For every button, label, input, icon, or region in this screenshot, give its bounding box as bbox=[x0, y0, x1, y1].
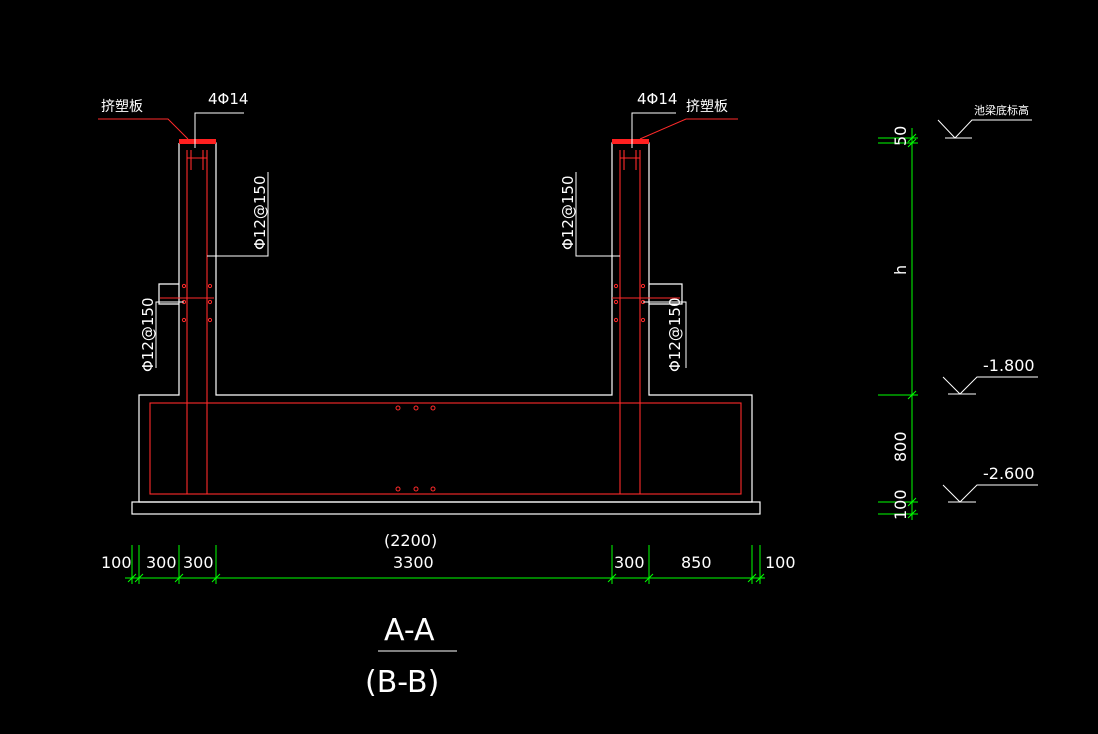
rebar-top-label-left: 4Φ14 bbox=[208, 90, 248, 108]
elevation-marker-mid bbox=[942, 376, 1038, 395]
dim-bottom-5: 850 bbox=[681, 553, 712, 572]
dimension-ticks bbox=[127, 573, 765, 583]
stirrup-low-leader-left bbox=[155, 301, 184, 368]
xps-label-right: 挤塑板 bbox=[686, 99, 728, 115]
dim-bottom-alt: (2200) bbox=[384, 531, 437, 550]
leader-lines bbox=[98, 112, 738, 368]
section-subtitle: (B-B) bbox=[365, 665, 439, 700]
xps-leader-left bbox=[98, 118, 189, 140]
rebar-top-label-right: 4Φ14 bbox=[637, 90, 677, 108]
vertical-dimension-chain bbox=[878, 128, 918, 520]
elevation-label-mid: -1.800 bbox=[983, 356, 1035, 375]
dim-bottom-2: 300 bbox=[183, 553, 214, 572]
elevation-markers bbox=[937, 119, 1038, 503]
stirrup-label-wall-left: Φ12@150 bbox=[251, 175, 269, 250]
section-title: A-A bbox=[384, 613, 435, 648]
stirrup-leader-right bbox=[575, 172, 620, 257]
stirrup-label-low-left: Φ12@150 bbox=[139, 297, 157, 372]
elevation-marker-top bbox=[937, 119, 1032, 139]
xps-label-left: 挤塑板 bbox=[101, 99, 143, 115]
right-buttress-outline bbox=[649, 283, 683, 305]
cushion-layer bbox=[131, 501, 761, 515]
stirrup-leader-left bbox=[207, 172, 269, 257]
stirrup-low-leader-right bbox=[643, 301, 687, 368]
xps-board-right bbox=[612, 139, 649, 144]
pool-section-outline bbox=[138, 142, 753, 503]
rebar-top-leader-right bbox=[631, 112, 676, 148]
dim-bottom-4: 300 bbox=[614, 553, 645, 572]
dim-bottom-1: 300 bbox=[146, 553, 177, 572]
stirrup-label-wall-right: Φ12@150 bbox=[559, 175, 577, 250]
xps-board-left bbox=[179, 139, 216, 144]
dim-vertical-2: 800 bbox=[891, 431, 910, 462]
dim-vertical-1: h bbox=[891, 265, 910, 275]
base-rebar-cage bbox=[149, 402, 742, 495]
dim-vertical-3: 100 bbox=[891, 489, 910, 520]
elevation-label-top: 池梁底标高 bbox=[974, 103, 1029, 117]
bottom-dimension-chain bbox=[125, 545, 765, 584]
xps-leader-right bbox=[639, 118, 738, 140]
stirrup-label-low-right: Φ12@150 bbox=[666, 297, 684, 372]
rebar-layout bbox=[149, 150, 742, 495]
rebar-dots bbox=[181, 283, 646, 492]
dim-bottom-0: 100 bbox=[101, 553, 132, 572]
left-buttress-outline bbox=[158, 283, 179, 305]
elevation-label-bottom: -2.600 bbox=[983, 464, 1035, 483]
concrete-outline bbox=[131, 142, 761, 515]
dim-bottom-3: 3300 bbox=[393, 553, 434, 572]
dim-vertical-0: 50 bbox=[891, 126, 910, 146]
elevation-marker-bottom bbox=[942, 484, 1038, 503]
dim-bottom-6: 100 bbox=[765, 553, 796, 572]
rebar-top-leader-left bbox=[194, 112, 244, 148]
